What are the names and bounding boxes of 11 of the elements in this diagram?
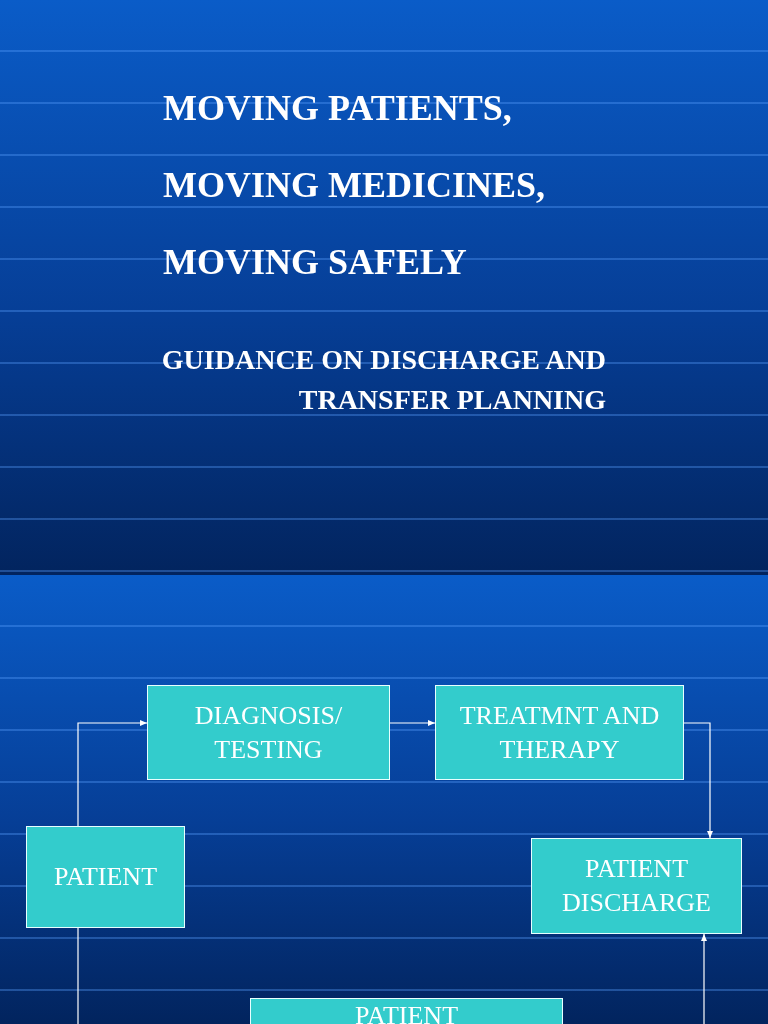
arrow xyxy=(683,722,713,839)
process-box: PATIENT DISCHARGE xyxy=(531,838,742,934)
process-box: PATIENT xyxy=(26,826,185,928)
arrow xyxy=(77,720,148,827)
process-box: TREATMNT AND THERAPY xyxy=(435,685,684,780)
arrow xyxy=(389,720,436,726)
arrow xyxy=(701,933,707,1024)
process-box: PATIENT xyxy=(250,998,563,1024)
process-box: DIAGNOSIS/ TESTING xyxy=(147,685,390,780)
slide-title: MOVING PATIENTS, MOVING MEDICINES, MOVING SAFELY xyxy=(163,87,547,284)
slide-subtitle: GUIDANCE ON DISCHARGE AND TRANSFER PLANNING xyxy=(160,343,606,417)
